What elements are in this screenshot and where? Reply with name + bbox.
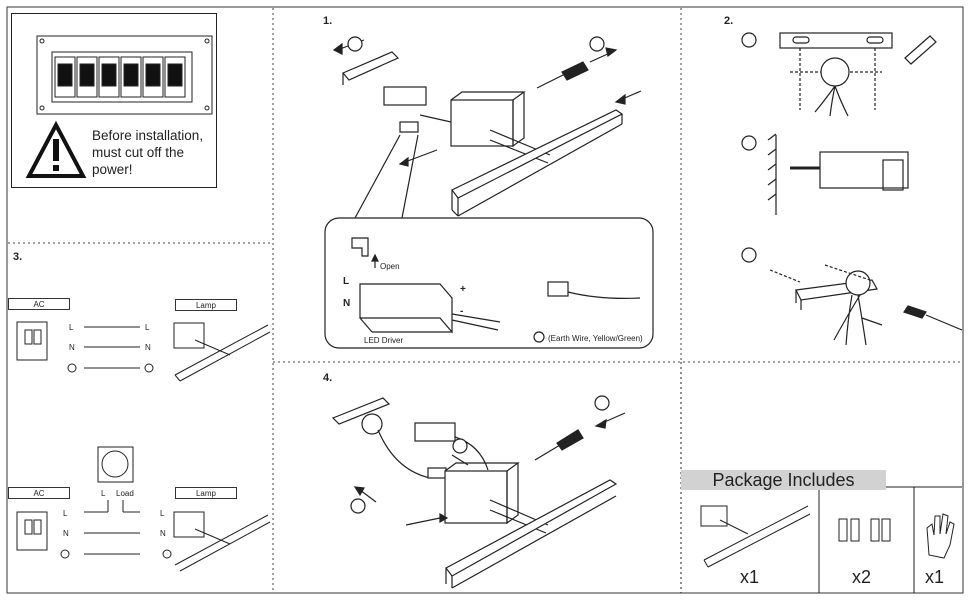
step3-illustration	[16, 321, 271, 572]
l-label-d: L	[160, 509, 165, 518]
ac-label-2: AC	[8, 487, 70, 499]
switch-load-label: Load	[116, 489, 134, 498]
panel-dividers	[8, 8, 962, 590]
package-qty-3: x1	[925, 567, 945, 587]
ac-label-1: AC	[8, 298, 70, 310]
n-label-c: N	[63, 529, 69, 538]
package-qty-1: x1	[740, 567, 760, 587]
glove-icon	[926, 513, 955, 559]
step1-illustration	[324, 36, 654, 349]
l-label-c: L	[63, 509, 68, 518]
neutral-label: N	[343, 298, 351, 309]
package-qty-2: x2	[852, 567, 872, 587]
n-label-a: N	[69, 343, 75, 352]
step2-illustration	[741, 32, 963, 346]
open-label: Open	[380, 262, 400, 271]
warning-text: Before installation, must cut off the po…	[92, 128, 204, 177]
warning-box	[11, 13, 217, 188]
n-label-d: N	[160, 529, 166, 538]
step4-illustration	[331, 395, 626, 589]
lamp-package-icon	[700, 505, 811, 568]
l-label-a: L	[69, 323, 74, 332]
led-driver-label: LED Driver	[364, 336, 404, 345]
warning-icon	[25, 120, 87, 178]
l-label-b: L	[145, 323, 150, 332]
step-3-number: 3.	[13, 251, 23, 263]
minus-label: -	[460, 306, 464, 317]
live-label: L	[343, 276, 350, 287]
plus-label: +	[460, 284, 466, 295]
earth-wire-label: (Earth Wire, Yellow/Green)	[548, 334, 643, 343]
lamp-label-1: Lamp	[175, 299, 237, 311]
n-label-b: N	[145, 343, 151, 352]
step-4-number: 4.	[323, 372, 333, 384]
package-title: Package Includes	[681, 470, 886, 490]
screws-anchors-icon	[838, 518, 891, 542]
step-2-number: 2.	[724, 15, 734, 27]
step-1-number: 1.	[323, 15, 333, 27]
switch-l-label: L	[101, 489, 106, 498]
breaker-panel-icon	[36, 35, 213, 115]
lamp-label-2: Lamp	[175, 487, 237, 499]
